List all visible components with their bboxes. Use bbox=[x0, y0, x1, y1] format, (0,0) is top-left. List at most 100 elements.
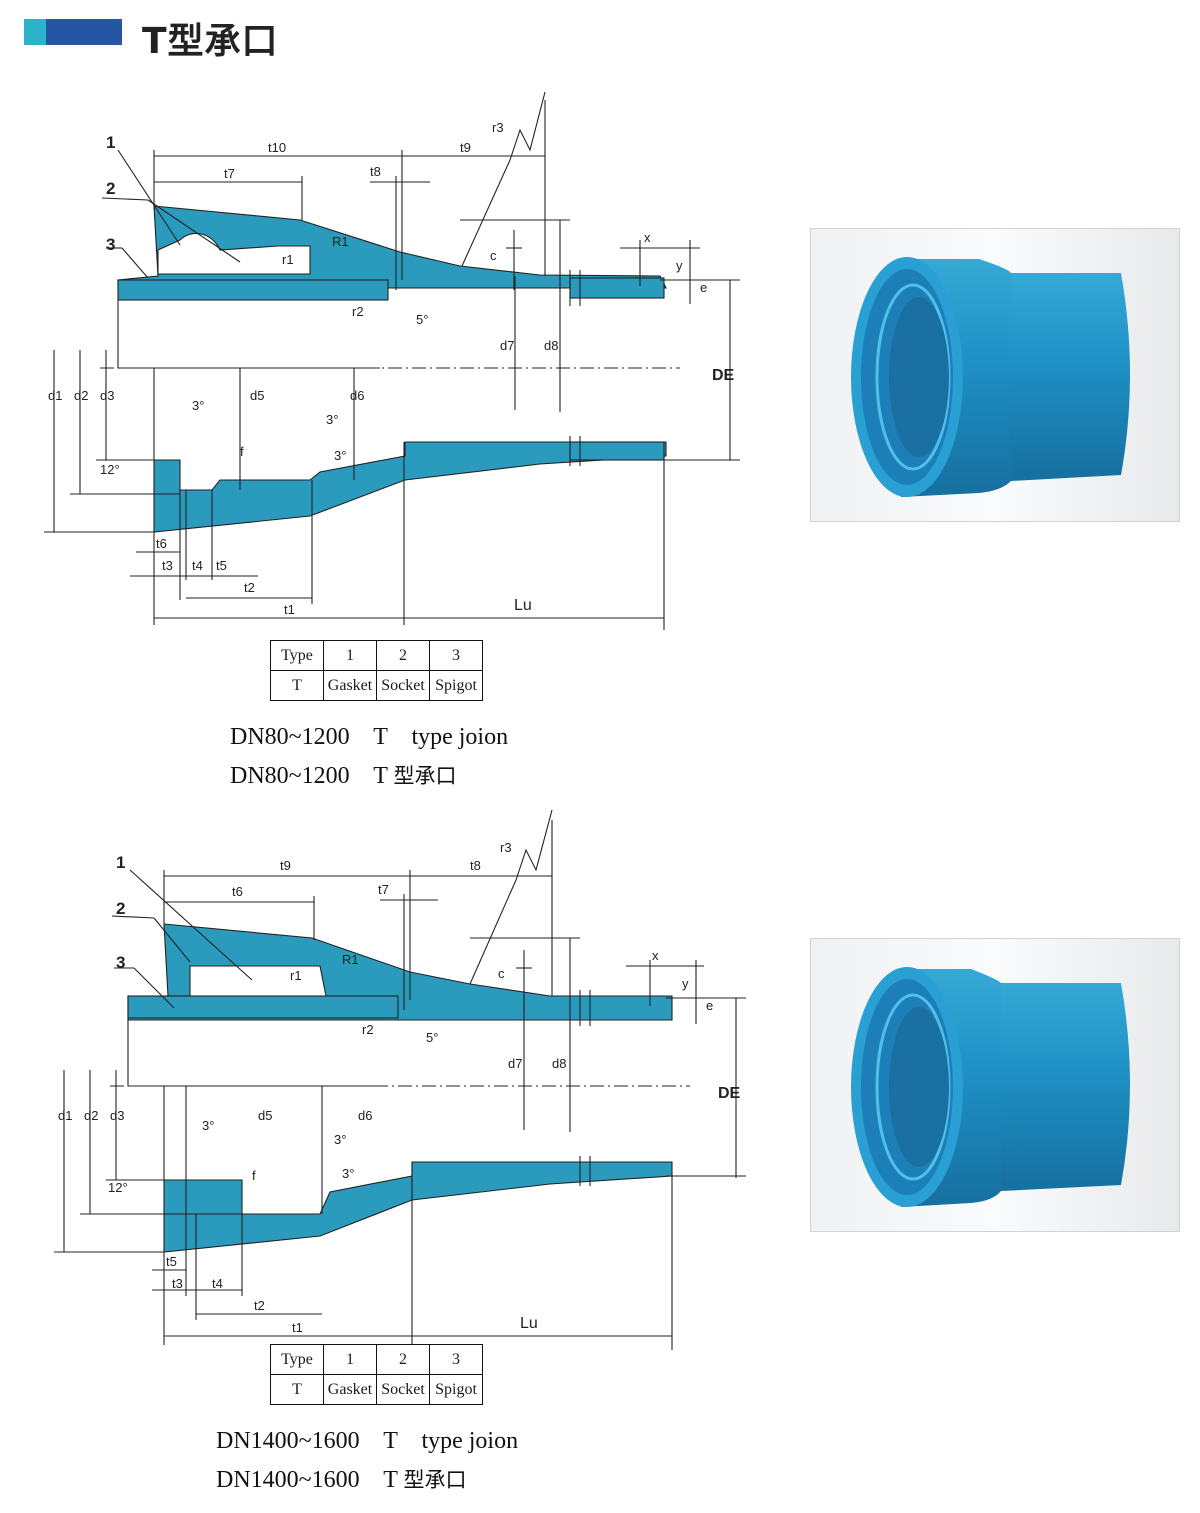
label-e: e bbox=[700, 280, 707, 295]
dim-t3: t3 bbox=[172, 1276, 183, 1291]
page-title: T型承口 bbox=[142, 21, 279, 62]
caption-bottom-zh-prefix: DN1400~1600 T bbox=[216, 1467, 404, 1493]
dim-t10: t10 bbox=[268, 140, 286, 155]
dim-d5: d5 bbox=[258, 1108, 272, 1123]
legend-body-row: T Gasket Socket Spigot bbox=[270, 670, 483, 701]
caption-bottom-en: DN1400~1600 T type joion bbox=[216, 1428, 519, 1454]
caption-top-zh: DN80~1200 T 型承口 bbox=[230, 760, 456, 790]
label-x: x bbox=[652, 948, 659, 963]
dim-d5: d5 bbox=[250, 388, 264, 403]
dim-DE: DE bbox=[718, 1085, 741, 1102]
accent-segment-blue bbox=[46, 19, 122, 45]
socket-pipe-render-1 bbox=[851, 257, 1130, 497]
dim-d1: d1 bbox=[58, 1108, 72, 1123]
technical-drawing-dn1400-1600: 1 2 3 t9 t6 t7 t8 r3 R1 r1 r2 c x y e 5°… bbox=[40, 800, 760, 1360]
spigot-pipe-tail bbox=[569, 277, 665, 299]
legend-cell: Type bbox=[270, 1344, 324, 1375]
dim-Lu: Lu bbox=[520, 1315, 538, 1332]
accent-segment-cyan bbox=[24, 19, 46, 45]
dim-t4: t4 bbox=[192, 558, 203, 573]
socket-lower-shape bbox=[153, 368, 667, 533]
caption-bottom-zh-suffix: 型承口 bbox=[403, 1468, 467, 1492]
dim-d6: d6 bbox=[358, 1108, 372, 1123]
dim-d6: d6 bbox=[350, 388, 364, 403]
dim-d1: d1 bbox=[48, 388, 62, 403]
callout-3: 3 bbox=[116, 953, 125, 972]
dim-d3: d3 bbox=[110, 1108, 124, 1123]
caption-top-zh-suffix: 型承口 bbox=[393, 764, 457, 788]
legend-cell: 3 bbox=[429, 1344, 483, 1375]
spigot-upper-wall bbox=[117, 279, 389, 301]
label-y: y bbox=[682, 976, 689, 991]
label-e: e bbox=[706, 998, 713, 1013]
joint-cross-section-1: 1 2 3 t10 t7 t8 t9 r3 R1 r1 r2 c x y e 5… bbox=[44, 91, 740, 630]
dim-t4: t4 bbox=[212, 1276, 223, 1291]
legend-cell: 3 bbox=[429, 640, 483, 671]
product-render-1 bbox=[810, 228, 1180, 522]
dim-r3: r3 bbox=[492, 120, 504, 135]
dim-t1: t1 bbox=[284, 602, 295, 617]
socket-pipe-render-2 bbox=[851, 967, 1130, 1207]
dim-d7: d7 bbox=[500, 338, 514, 353]
legend-cell: Gasket bbox=[323, 670, 377, 701]
legend-cell: Type bbox=[270, 640, 324, 671]
socket-lower-shape bbox=[163, 1086, 673, 1253]
spigot-lower-tail bbox=[569, 441, 665, 461]
header-accent-bar bbox=[24, 19, 122, 45]
callout-2: 2 bbox=[116, 899, 125, 918]
legend-cell: 2 bbox=[376, 1344, 430, 1375]
gasket-upper-shape bbox=[157, 232, 311, 275]
dim-r3: r3 bbox=[500, 840, 512, 855]
dim-t7: t7 bbox=[378, 882, 389, 897]
legend-cell: 1 bbox=[323, 640, 377, 671]
callout-3: 3 bbox=[106, 235, 115, 254]
label-r1: r1 bbox=[282, 252, 294, 267]
label-f: f bbox=[252, 1168, 256, 1183]
dim-t9: t9 bbox=[280, 858, 291, 873]
legend-body-row: T Gasket Socket Spigot bbox=[270, 1374, 483, 1405]
legend-header-row: Type 1 2 3 bbox=[270, 1344, 483, 1375]
joint-cross-section-2: 1 2 3 t9 t6 t7 t8 r3 R1 r1 r2 c x y e 5°… bbox=[54, 809, 746, 1350]
legend-cell: T bbox=[270, 1374, 324, 1405]
dim-t2: t2 bbox=[254, 1298, 265, 1313]
caption-bottom-zh: DN1400~1600 T 型承口 bbox=[216, 1464, 466, 1494]
dim-t6: t6 bbox=[232, 884, 243, 899]
dim-t6: t6 bbox=[156, 536, 167, 551]
label-angle-3a: 3° bbox=[202, 1118, 214, 1133]
label-angle-5: 5° bbox=[426, 1030, 438, 1045]
legend-cell: Spigot bbox=[429, 670, 483, 701]
dim-DE: DE bbox=[712, 367, 735, 384]
label-r1: r1 bbox=[290, 968, 302, 983]
legend-cell: T bbox=[270, 670, 324, 701]
dim-t7: t7 bbox=[224, 166, 235, 181]
dim-t3: t3 bbox=[162, 558, 173, 573]
label-x: x bbox=[644, 230, 651, 245]
label-r2: r2 bbox=[362, 1022, 374, 1037]
caption-top-zh-prefix: DN80~1200 T bbox=[230, 763, 394, 789]
spigot-upper-wall bbox=[127, 995, 399, 1019]
label-angle-3b: 3° bbox=[326, 412, 338, 427]
legend-cell: Socket bbox=[376, 670, 430, 701]
product-render-2 bbox=[810, 938, 1180, 1232]
caption-top-en: DN80~1200 T type joion bbox=[230, 724, 509, 750]
label-angle-3b: 3° bbox=[334, 1132, 346, 1147]
parts-legend-table-1: Type 1 2 3 T Gasket Socket Spigot bbox=[270, 640, 483, 701]
label-angle-3c: 3° bbox=[334, 448, 346, 463]
dim-t9: t9 bbox=[460, 140, 471, 155]
label-angle-3a: 3° bbox=[192, 398, 204, 413]
callout-1: 1 bbox=[116, 853, 125, 872]
label-angle-5: 5° bbox=[416, 312, 428, 327]
callout-1: 1 bbox=[106, 133, 115, 152]
dim-d2: d2 bbox=[74, 388, 88, 403]
label-R1: R1 bbox=[332, 234, 349, 249]
legend-cell: 1 bbox=[323, 1344, 377, 1375]
label-c: c bbox=[490, 248, 497, 263]
parts-legend-table-2: Type 1 2 3 T Gasket Socket Spigot bbox=[270, 1344, 483, 1405]
dim-t1: t1 bbox=[292, 1320, 303, 1335]
dim-t5: t5 bbox=[216, 558, 227, 573]
legend-cell: 2 bbox=[376, 640, 430, 671]
label-c: c bbox=[498, 966, 505, 981]
legend-header-row: Type 1 2 3 bbox=[270, 640, 483, 671]
page-header: T型承口 bbox=[0, 0, 1200, 70]
callout-2: 2 bbox=[106, 179, 115, 198]
